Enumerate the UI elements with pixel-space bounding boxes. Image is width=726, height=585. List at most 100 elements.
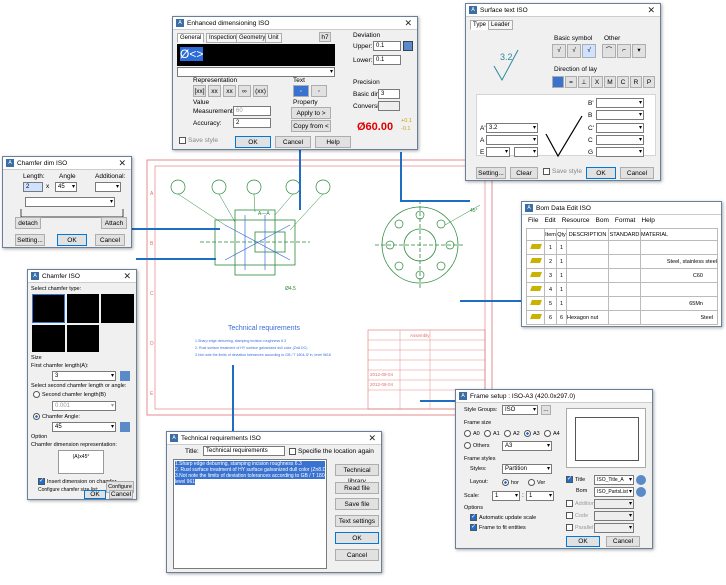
fit-checkbox[interactable]: ✓Frame to fit entities	[470, 524, 526, 531]
title-select[interactable]: ISO_Title_A	[594, 475, 634, 485]
size-radio-a3[interactable]: A3	[524, 430, 540, 437]
attach-button[interactable]: Attach	[101, 217, 127, 229]
conversion-input[interactable]	[378, 101, 400, 111]
dir-button-7[interactable]: P	[643, 76, 655, 88]
chamfer-type-1[interactable]	[32, 294, 65, 323]
apply-to-button[interactable]: Apply to >	[291, 107, 331, 119]
menu-format[interactable]: Format	[614, 217, 636, 224]
size-radio-a4[interactable]: A4	[544, 430, 560, 437]
others-radio[interactable]: Others	[464, 442, 490, 449]
cell-standard[interactable]	[608, 310, 641, 325]
cancel-button[interactable]: Cancel	[620, 167, 654, 179]
layout-hor-radio[interactable]: hor	[502, 479, 519, 486]
cell-description[interactable]	[566, 268, 609, 283]
dir-button-3[interactable]: X	[591, 76, 603, 88]
help-button[interactable]: Help	[315, 136, 351, 148]
representation-preview[interactable]: (A)x45°	[58, 450, 104, 474]
menu-resource[interactable]: Resource	[561, 217, 590, 224]
clear-button[interactable]: Clear	[510, 167, 538, 179]
rep-button-5[interactable]: (xx)	[253, 85, 268, 97]
upper-input[interactable]: 0.1	[373, 41, 401, 51]
text-button-2[interactable]: ◦	[311, 85, 327, 97]
ok-button[interactable]: OK	[57, 234, 87, 246]
cell-material[interactable]: Steel	[640, 310, 718, 325]
header-description[interactable]: DESCRIPTION	[566, 228, 609, 241]
rep-button-2[interactable]: xx	[208, 85, 221, 97]
header-item[interactable]: Item	[544, 228, 557, 241]
save-style-checkbox[interactable]: Save style	[543, 168, 582, 175]
code-checkbox[interactable]: Code	[566, 512, 588, 519]
style-groups-select[interactable]: ISO	[502, 405, 538, 415]
setting-button[interactable]: Setting...	[15, 234, 45, 246]
size-radio-a2[interactable]: A2	[504, 430, 520, 437]
measurements-input[interactable]: 60	[233, 106, 271, 116]
title-checkbox[interactable]: ✓Title	[566, 476, 586, 483]
dimension-text-editor[interactable]: Ø<>	[177, 44, 335, 66]
cell-qty[interactable]: 1	[556, 254, 567, 269]
list-icon[interactable]	[120, 371, 130, 381]
bom-select[interactable]: ISO_PartsList	[594, 487, 634, 497]
setting-button[interactable]: Setting...	[476, 167, 506, 179]
cell-material[interactable]: Steel, stainless steel	[640, 254, 718, 269]
cancel-button[interactable]: Cancel	[109, 490, 133, 499]
text-dropdown[interactable]	[177, 67, 335, 77]
rep-button-3[interactable]: xx	[223, 85, 236, 97]
cell-description[interactable]	[566, 282, 609, 297]
second-length-select[interactable]: 0.001	[52, 401, 116, 411]
header-standard[interactable]: STANDARD	[608, 228, 641, 241]
cell-item[interactable]: 5	[544, 296, 557, 311]
ok-button[interactable]: OK	[235, 136, 271, 148]
title-search-icon[interactable]	[636, 475, 646, 485]
second-length-radio[interactable]: Second chamfer length(B)	[33, 391, 106, 398]
close-icon[interactable]: ✕	[118, 157, 126, 168]
cancel-button[interactable]: Cancel	[606, 536, 640, 547]
chamfer-type-4[interactable]	[32, 325, 65, 352]
close-icon[interactable]: ✕	[368, 432, 376, 443]
rep-button-4[interactable]: ∞	[238, 85, 251, 97]
dir-button-5[interactable]: C	[617, 76, 629, 88]
chamfer-angle-radio[interactable]: Chamfer Angle:	[33, 413, 80, 420]
cell-item[interactable]: 4	[544, 282, 557, 297]
chamfer-type-2[interactable]	[66, 294, 100, 323]
cell-qty[interactable]: 1	[556, 268, 567, 283]
cell-material[interactable]	[640, 282, 718, 297]
layout-ver-radio[interactable]: Ver	[528, 479, 545, 486]
requirements-editor[interactable]: 1.Sharp edge deburring, stamping incisio…	[173, 459, 327, 569]
basic-dim-input[interactable]: 3	[378, 89, 400, 99]
cell-qty[interactable]: 1	[556, 240, 567, 255]
first-length-select[interactable]: 3	[52, 371, 116, 381]
e-select[interactable]	[486, 147, 510, 157]
chamfer-angle-select[interactable]: 45	[52, 422, 116, 432]
tab-type[interactable]: Type	[470, 20, 490, 30]
dir-button-1[interactable]: =	[565, 76, 577, 88]
detach-button[interactable]: detach	[15, 217, 41, 229]
b-prime-select[interactable]	[596, 98, 644, 108]
text-button-1[interactable]: ◦	[293, 85, 309, 97]
cell-item[interactable]: 2	[544, 254, 557, 269]
chamfer-type-5[interactable]	[66, 325, 100, 352]
list-icon-2[interactable]	[120, 422, 130, 432]
specify-checkbox[interactable]: Specifie the location again	[289, 448, 374, 455]
cell-standard[interactable]	[608, 268, 641, 283]
dir-button-4[interactable]: M	[604, 76, 616, 88]
cell-material[interactable]	[640, 240, 718, 255]
cell-standard[interactable]	[608, 240, 641, 255]
cell-material[interactable]: 65Mn	[640, 296, 718, 311]
text-select[interactable]	[25, 197, 115, 207]
auto-scale-checkbox[interactable]: ✓Automatic update scale	[470, 514, 537, 521]
cell-description[interactable]	[566, 240, 609, 255]
cell-standard[interactable]	[608, 282, 641, 297]
cell-material[interactable]: C60	[640, 268, 718, 283]
copy-from-button[interactable]: Copy from <	[291, 120, 331, 132]
e2-select[interactable]	[514, 147, 538, 157]
close-icon[interactable]: ✕	[404, 17, 412, 28]
accuracy-input[interactable]: 2	[233, 118, 271, 128]
g-select[interactable]	[596, 147, 644, 157]
cell-qty[interactable]: 1	[556, 282, 567, 297]
cancel-button[interactable]: Cancel	[95, 234, 125, 246]
cell-qty[interactable]: 6	[556, 310, 567, 325]
